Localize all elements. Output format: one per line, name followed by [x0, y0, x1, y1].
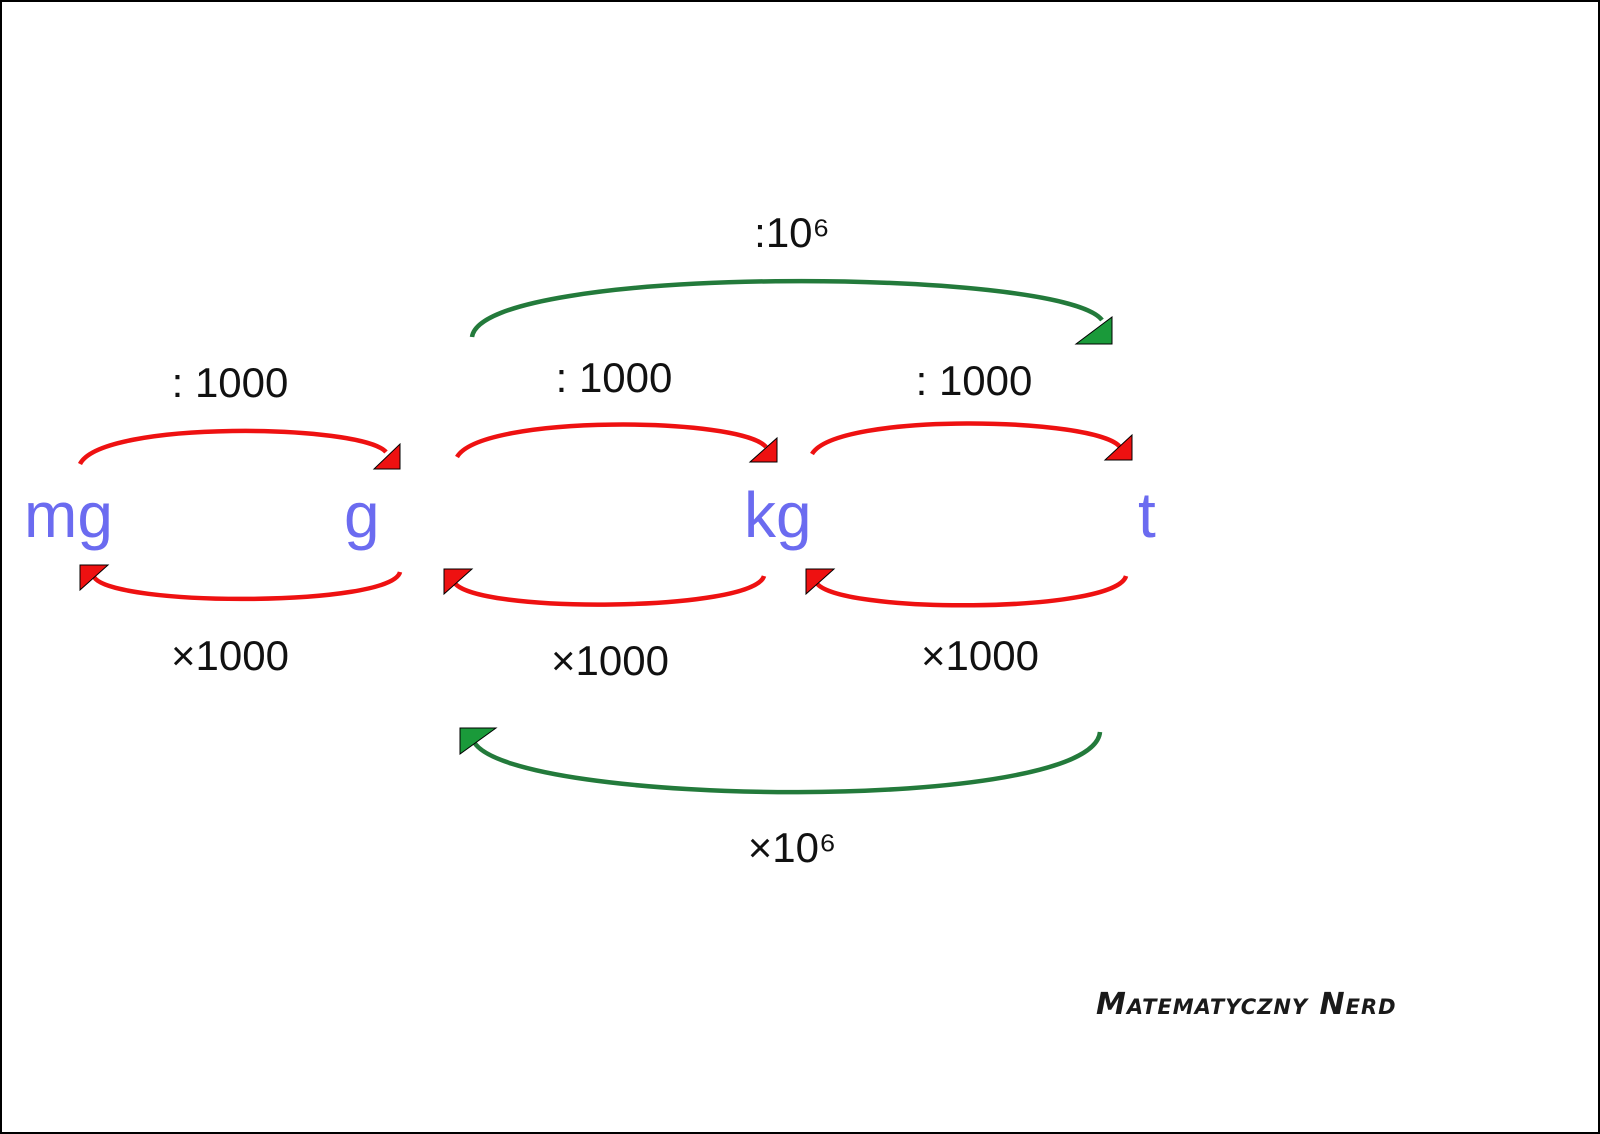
arrowhead-t-to-kg: [805, 568, 836, 596]
unit-t: t: [1138, 479, 1156, 551]
arrowhead-t-to-g: [459, 727, 498, 755]
arrowhead-mg-to-g: [372, 442, 401, 470]
arc-g-to-kg: [455, 422, 768, 459]
arrowhead-g-to-kg: [748, 436, 778, 463]
label-mg-to-g: : 1000: [172, 359, 289, 406]
label-kg-to-g: ×1000: [551, 637, 669, 684]
signature-logo: Matematyczny Nerd: [1096, 987, 1397, 1022]
arc-kg-to-g: [452, 574, 767, 607]
label-t-to-g: ×10⁶: [748, 824, 837, 871]
arc-t-to-g: [472, 731, 1103, 795]
arc-mg-to-g: [77, 428, 388, 466]
arrowhead-kg-to-t: [1103, 433, 1133, 461]
arc-kg-to-t: [810, 421, 1122, 456]
arrowhead-g-to-mg: [79, 564, 110, 592]
label-g-to-kg: : 1000: [556, 354, 673, 401]
label-g-to-t: :10⁶: [754, 209, 830, 256]
label-g-to-mg: ×1000: [171, 632, 289, 679]
label-kg-to-t: : 1000: [916, 357, 1033, 404]
unit-kg: kg: [744, 479, 812, 551]
arc-t-to-kg: [813, 574, 1129, 608]
unit-mg: mg: [24, 479, 113, 551]
label-t-to-kg: ×1000: [921, 632, 1039, 679]
arrowhead-g-to-t: [1074, 316, 1113, 345]
arc-g-to-t: [469, 278, 1104, 338]
unit-g: g: [344, 479, 380, 551]
arc-g-to-mg: [92, 570, 403, 602]
arrowhead-kg-to-g: [443, 568, 474, 596]
